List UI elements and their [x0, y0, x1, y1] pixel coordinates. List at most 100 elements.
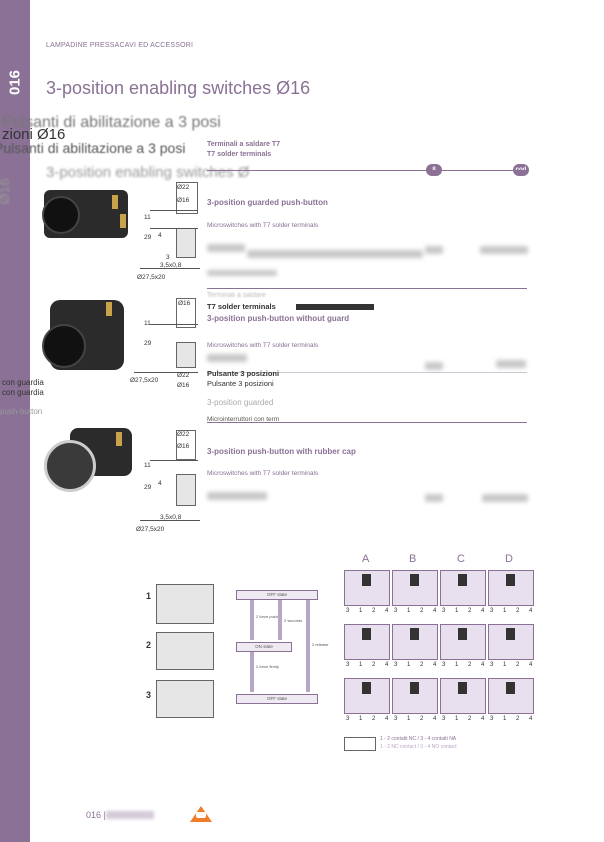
dimension-label: Ø27,5x20: [136, 526, 165, 533]
column-letter: D: [505, 553, 513, 565]
technical-drawing: [176, 430, 196, 460]
product-title-it: [207, 436, 209, 445]
product-subtitle: Microswitches with T7 solder terminals: [207, 222, 319, 229]
product-subtitle: Microswitches with T7 solder terminals: [207, 342, 319, 349]
product-title: 3-position push-button without guard: [207, 314, 350, 323]
terminal-numbers: 3 1 2 4: [490, 608, 537, 614]
terminal-numbers: 3 1 2 4: [442, 608, 489, 614]
dimension-label: Ø27,5x20: [130, 377, 159, 384]
legend-text: 1 - 2 NC contact / 3 - 4 NO contact: [380, 744, 457, 750]
terminal-numbers: 3 1 2 4: [394, 716, 441, 722]
terminal: [106, 302, 112, 316]
brand-logo-icon: [196, 812, 206, 818]
product-title-it: [207, 187, 209, 196]
dimension-line: [140, 520, 200, 521]
code-row: [482, 494, 528, 502]
code-row: [425, 494, 443, 502]
arrow-label: 2 force push: [256, 614, 279, 619]
terminal: [116, 432, 122, 446]
arrow-label: 2 seconds: [284, 618, 303, 623]
contact-symbol: [440, 624, 486, 660]
contact-symbol: [392, 570, 438, 606]
terminals-header-en: T7 solder terminals: [207, 302, 276, 311]
ghost-text: con guardia: [2, 378, 44, 387]
ghost-text: Pulsanti di abilitazione a 3 posi: [0, 140, 186, 156]
technical-drawing: [176, 182, 198, 214]
contact-symbol: [488, 624, 534, 660]
arrow-label: 2 force firmly: [256, 664, 279, 669]
product-title: 3-position push-button with rubber cap: [207, 447, 356, 456]
product-title-it: Pulsante 3 posizioni: [207, 369, 280, 378]
dimension-label: Ø16: [177, 197, 190, 204]
terminal-numbers: 3 1 2 4: [490, 716, 537, 722]
dimension-label: 29: [144, 234, 152, 241]
divider: [207, 288, 527, 289]
divider: [207, 372, 527, 373]
contact-symbol: [344, 678, 390, 714]
terminal-numbers: 3 1 2 4: [442, 716, 489, 722]
dimension-label: Ø22: [177, 372, 190, 379]
redacted-bar: [296, 304, 374, 310]
product-title-it: Pulsante 3 posizioni: [207, 379, 274, 388]
code-row: [207, 492, 267, 500]
terminal-numbers: 3 1 2 4: [346, 662, 393, 668]
terminal: [120, 214, 126, 228]
state-box: OFF state: [236, 590, 318, 600]
column-letter: A: [362, 553, 370, 565]
terminals-header-en: T7 solder terminals: [207, 151, 272, 158]
column-letter: B: [409, 553, 417, 565]
dimension-line: [150, 460, 198, 461]
technical-drawing: [176, 298, 196, 328]
legend-symbol: [344, 737, 376, 751]
contact-symbol: [488, 678, 534, 714]
ghost-text: con guardia: [2, 388, 44, 397]
section-number: 016: [6, 69, 24, 95]
terminal-numbers: 3 1 2 4: [394, 608, 441, 614]
technical-drawing: [176, 228, 196, 258]
contact-symbol: [344, 570, 390, 606]
divider: [207, 422, 527, 423]
dimension-label: Ø16: [177, 382, 190, 389]
page-title-en: 3-position enabling switches Ø16: [46, 78, 311, 98]
breadcrumb: LAMPADINE PRESSACAVI ED ACCESSORI: [46, 42, 194, 49]
dimension-label: Ø27,5x20: [137, 274, 166, 281]
ghost-text: 3-position enabling switches Ø: [46, 164, 250, 181]
ghost-text: zioni Ø16: [2, 126, 66, 143]
arrow: [250, 600, 254, 640]
position-number: 1: [146, 591, 152, 601]
dimension-line: [140, 268, 200, 269]
contact-symbol: [392, 678, 438, 714]
legend-text: 1 - 2 contatti NC / 3 - 4 contatti NA: [380, 736, 457, 742]
terminal-numbers: 3 1 2 4: [346, 716, 393, 722]
terminal-numbers: 3 1 2 4: [394, 662, 441, 668]
contact-symbol: [440, 570, 486, 606]
footer-bar: [0, 812, 30, 822]
technical-drawing: [176, 474, 196, 506]
dimension-line: [150, 324, 198, 325]
technical-drawing: [176, 342, 196, 368]
column-letter: C: [457, 553, 465, 565]
dimension-label: 29: [144, 484, 152, 491]
contact-symbol: [392, 624, 438, 660]
terminals-header-it: Terminali a saldare T7: [207, 141, 281, 148]
ghost-text: Ø16: [0, 178, 12, 205]
dimension-label: 4: [158, 232, 162, 239]
contact-symbol: [440, 678, 486, 714]
code-row: [496, 360, 526, 368]
code-row: [207, 270, 277, 276]
code-row: [207, 244, 245, 252]
product-subtitle: Microinterruttori con term: [207, 416, 280, 423]
switch-position-drawing: [156, 632, 214, 670]
dimension-label: 3,5x0,8: [160, 514, 182, 521]
switch-position-drawing: [156, 584, 214, 624]
arrow: [306, 600, 310, 692]
code-row: [247, 250, 423, 258]
footer-text: [106, 811, 154, 819]
terminal-numbers: 3 1 2 4: [490, 662, 537, 668]
dimension-line: [150, 210, 198, 211]
product-photo-cap: [42, 196, 80, 234]
ghost-text: push-button: [0, 407, 43, 416]
page-number: 016 |: [86, 810, 106, 820]
product-subtitle: Microswitches with T7 solder terminals: [207, 470, 319, 477]
terminal: [112, 195, 118, 209]
